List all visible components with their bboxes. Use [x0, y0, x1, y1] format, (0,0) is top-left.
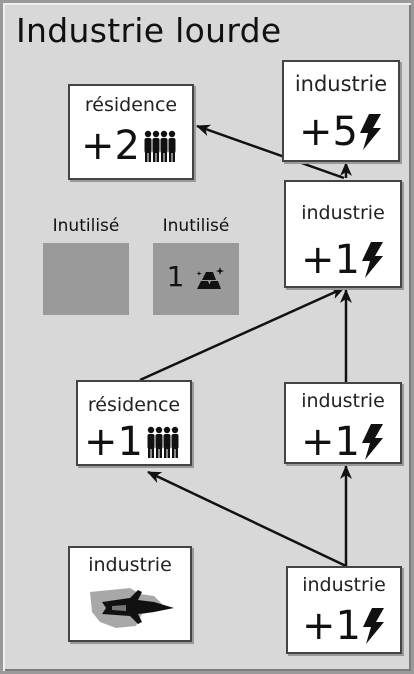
tile-value: +1 [78, 420, 190, 462]
tile-residence-mid[interactable]: résidence +1 [76, 380, 192, 466]
link-mid-to-residence-top [196, 124, 345, 180]
unused-slot-right[interactable]: 1 [153, 243, 239, 315]
tile-value: +1 [286, 420, 400, 462]
tile-label: industrie [302, 574, 386, 596]
starship-icon [90, 588, 174, 628]
unused-value-right: 1 [153, 263, 239, 291]
link-residence-to-mid [139, 286, 345, 382]
tile-label: industrie [88, 554, 172, 576]
tile-industrie-low[interactable]: industrie +1 [284, 382, 402, 464]
population-icon [144, 130, 176, 162]
tile-value: +5 [284, 110, 398, 152]
gold-ingot-icon [196, 267, 225, 289]
population-icon [147, 426, 179, 458]
unused-label-left: Inutilisé [52, 216, 120, 236]
unused-label-right: Inutilisé [162, 216, 230, 236]
lightning-icon [361, 424, 383, 460]
tile-industrie-mid[interactable]: industrie +1 [284, 180, 402, 288]
tile-industrie-bottom[interactable]: industrie +1 [286, 566, 402, 654]
lightning-icon [362, 608, 384, 644]
tile-label: industrie [294, 72, 388, 96]
link-bottom-to-residence [147, 470, 347, 568]
tile-value: +2 [70, 124, 192, 166]
card-title: Industrie lourde [16, 11, 282, 50]
tile-label: industrie [301, 390, 385, 412]
lightning-icon [361, 242, 383, 278]
unused-slot-left[interactable] [43, 243, 129, 315]
unused-value-number: 1 [166, 260, 185, 293]
tile-value: +1 [286, 238, 400, 280]
lightning-icon [359, 114, 381, 150]
tile-industrie-top[interactable]: industrie +5 [282, 60, 400, 162]
tile-residence-top[interactable]: résidence +2 [68, 84, 194, 180]
tile-label: résidence [84, 94, 178, 116]
tile-value: +1 [288, 604, 400, 646]
tile-label: industrie [301, 202, 385, 224]
tile-label: résidence [87, 394, 181, 416]
tile-industrie-starship[interactable]: industrie [68, 546, 192, 642]
